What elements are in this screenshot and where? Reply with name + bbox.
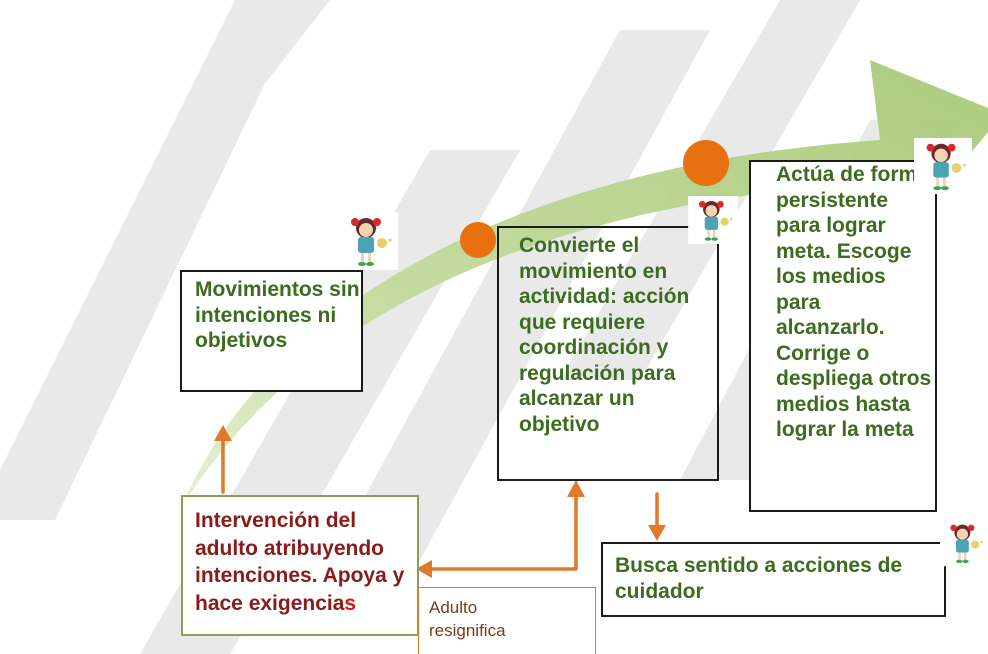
stage-box-caregiver: Busca sentido a acciones de cuidador (601, 542, 946, 617)
adult-resignifies-text: Adulto resignifica (429, 598, 506, 640)
arrowhead-down-caregiver-icon (648, 525, 666, 541)
connector-adult-to-activity (426, 493, 578, 571)
stage-box-persistence: Actúa de forma persistente para lograr m… (749, 160, 937, 512)
girl-figure-icon (914, 138, 972, 194)
stage-text-activity: Convierte el movimiento en actividad: ac… (519, 234, 690, 436)
stage-box-movements: Movimientos sin intenciones ni objetivos (180, 270, 363, 392)
stage-text-movements: Movimientos sin intenciones ni objetivos (195, 278, 360, 352)
stage-box-activity: Convierte el movimiento en actividad: ac… (497, 226, 719, 481)
arrowhead-left-adult-icon (416, 560, 432, 578)
stage-text-persistence: Actúa de forma persistente para lograr m… (776, 163, 932, 441)
girl-figure-icon (940, 519, 988, 567)
adult-resignifies-box: Adulto resignifica (418, 587, 596, 654)
arrowhead-up-left-icon (214, 425, 232, 441)
stage-dot-medium-icon (460, 222, 496, 258)
girl-figure-icon (688, 196, 738, 244)
stage-dot-large-icon (683, 140, 729, 186)
adult-intervention-text: Intervención del adulto atribuyendo inte… (195, 509, 405, 615)
stage-text-caregiver: Busca sentido a acciones de cuidador (615, 554, 903, 603)
adult-intervention-box: Intervención del adulto atribuyendo inte… (181, 495, 419, 636)
girl-figure-icon (338, 212, 398, 270)
arrowhead-up-activity-icon (567, 480, 585, 497)
